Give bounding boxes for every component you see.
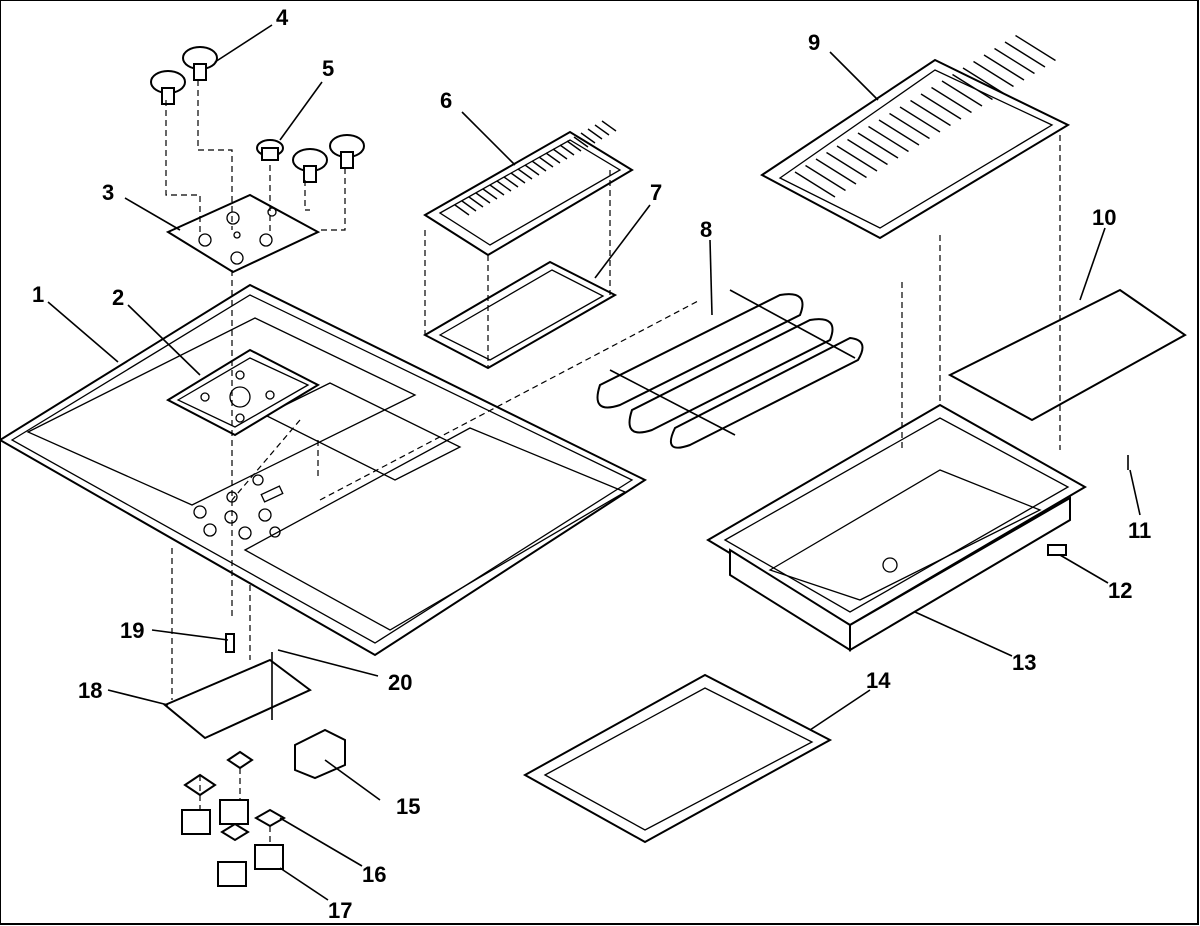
grill-rib	[601, 120, 617, 132]
grill-rib	[489, 184, 505, 196]
part-7-filter	[422, 260, 618, 370]
part-2-control-recess	[165, 348, 321, 437]
grill-rib	[878, 119, 920, 146]
grill-rib	[524, 164, 540, 176]
grill-rib	[482, 188, 498, 200]
grill-rib	[836, 145, 878, 172]
grill-rib	[559, 144, 575, 156]
grill-rib	[857, 132, 899, 159]
grill-rib	[931, 86, 972, 114]
grill-rib	[573, 136, 589, 148]
callout-14: 14	[866, 668, 891, 693]
grill-rib	[952, 73, 993, 101]
grill-rib	[566, 140, 582, 152]
grill-rib	[552, 148, 568, 160]
callout-labels: 1 2 3 4 5 6 7 8 9 10 11 12 13 14 15 16 1…	[32, 5, 1151, 923]
grill-rib	[517, 168, 533, 180]
grill-rib	[538, 156, 554, 168]
callout-7: 7	[650, 180, 662, 205]
callout-2: 2	[112, 285, 124, 310]
grill-rib	[983, 54, 1025, 81]
callout-12: 12	[1108, 578, 1132, 603]
grill-rib	[503, 176, 519, 188]
grill-rib	[531, 160, 547, 172]
grill-rib	[1004, 41, 1046, 68]
grill-rib	[475, 192, 491, 204]
part-4-knobs	[150, 46, 365, 183]
grill-rib	[941, 80, 983, 107]
callout-8: 8	[700, 217, 712, 242]
callout-10: 10	[1092, 205, 1116, 230]
part-16-pads	[183, 750, 287, 842]
callout-11: 11	[1128, 518, 1151, 543]
grill-rib	[545, 152, 561, 164]
grill-rib	[594, 124, 610, 136]
callout-19: 19	[120, 618, 144, 643]
part-17-feet	[181, 799, 284, 887]
grill-rib	[994, 47, 1035, 75]
grill-rib	[454, 204, 470, 216]
part-1-cooktop-frame	[0, 283, 648, 657]
grill-rib	[510, 172, 526, 184]
grill-rib	[962, 67, 1004, 94]
grill-rib	[1015, 34, 1056, 62]
callout-18: 18	[78, 678, 102, 703]
grill-rib	[847, 138, 888, 166]
part-5-button	[256, 139, 284, 161]
grill-rib	[973, 60, 1014, 88]
grill-rib	[868, 125, 909, 153]
part-13-basin	[706, 403, 1088, 652]
callout-4: 4	[276, 5, 289, 30]
assembly-dashed-lines	[165, 80, 1061, 845]
grill-rib	[920, 93, 962, 120]
grill-rib	[815, 158, 857, 185]
callout-1: 1	[32, 282, 44, 307]
callout-3: 3	[102, 180, 114, 205]
part-6-grill-pan	[423, 120, 634, 257]
grill-rib	[910, 99, 951, 127]
part-10-heat-shield	[947, 288, 1187, 422]
part-18-bracket	[163, 658, 312, 740]
callout-20: 20	[388, 670, 412, 695]
grill-rib	[794, 171, 836, 198]
callout-16: 16	[362, 862, 386, 887]
callout-15: 15	[396, 794, 420, 819]
grill-rib	[461, 200, 477, 212]
part-9-large-grill-pan	[760, 34, 1071, 240]
grill-rib	[899, 106, 941, 133]
grill-rib	[468, 196, 484, 208]
part-8-heating-element	[596, 289, 864, 449]
part-15-switch	[294, 728, 346, 780]
grill-rib	[496, 180, 512, 192]
callout-17: 17	[328, 898, 352, 923]
part-3-knob-plate	[165, 193, 321, 274]
callout-13: 13	[1012, 650, 1036, 675]
part-19-pin	[225, 633, 235, 653]
callout-leaders	[47, 24, 1141, 901]
part-12-clip	[1047, 544, 1067, 556]
callout-9: 9	[808, 30, 820, 55]
callout-5: 5	[322, 56, 334, 81]
grill-rib	[580, 132, 596, 144]
grill-rib	[826, 151, 867, 179]
grill-rib	[889, 112, 930, 140]
part-14-drip-tray	[522, 673, 833, 844]
grill-rib	[805, 164, 846, 192]
callout-6: 6	[440, 88, 452, 113]
grill-rib	[587, 128, 603, 140]
